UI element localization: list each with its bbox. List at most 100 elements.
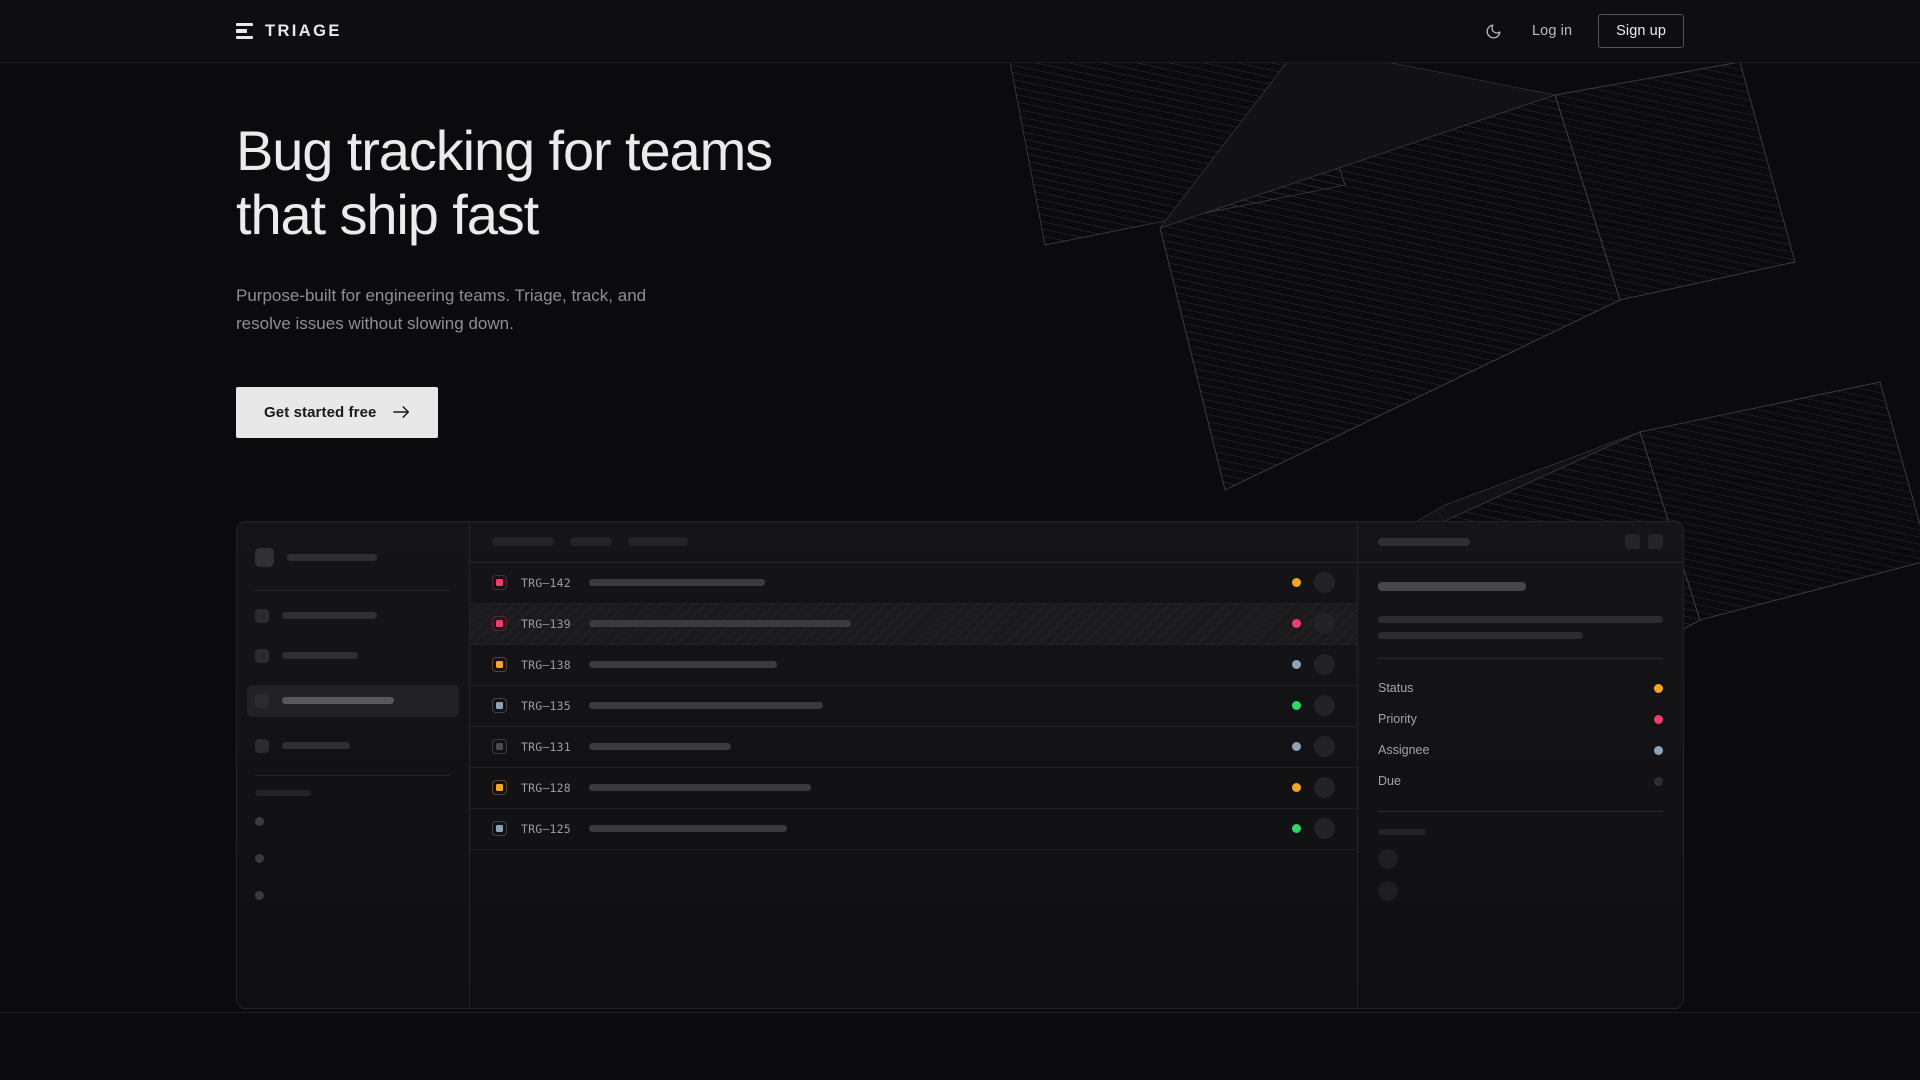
avatar	[1378, 880, 1398, 901]
detail-description-placeholder	[1378, 615, 1663, 639]
detail-meta-label: Status	[1378, 681, 1414, 696]
sidebar-item-4-icon	[255, 738, 269, 753]
issue-title-placeholder	[588, 620, 851, 628]
hero-subtitle-line-2: resolve issues without slowing down.	[236, 314, 514, 334]
issue-id: TRG–135	[521, 698, 571, 713]
priority-indicator-icon	[492, 698, 507, 714]
sidebar-mini-dot-icon	[255, 854, 264, 864]
table-row[interactable]: TRG–131	[470, 727, 1357, 768]
status-dot-icon	[1292, 660, 1301, 670]
table-row[interactable]: TRG–142	[470, 563, 1357, 604]
mockup-detail-panel: Status Priority Assignee Due	[1358, 522, 1683, 1008]
row-meta	[1292, 736, 1335, 758]
sidebar-divider-bottom	[255, 774, 451, 776]
hero-title-line-1: Bug tracking for teams	[236, 119, 773, 182]
hero-subtitle-line-1: Purpose-built for engineering teams. Tri…	[236, 285, 647, 305]
section-divider	[0, 1012, 1920, 1013]
header-nav: Log in Sign up	[1480, 14, 1684, 48]
due-dot-icon	[1654, 776, 1663, 786]
row-meta	[1292, 695, 1335, 717]
login-link[interactable]: Log in	[1532, 23, 1573, 39]
sidebar-item-2-icon	[255, 648, 269, 663]
sidebar-mini-dot-icon	[255, 891, 264, 901]
issue-id: TRG–131	[521, 739, 571, 754]
mockup-issue-list: TRG–142 TRG–139 TRG–138	[470, 521, 1358, 1008]
table-row[interactable]: TRG–139	[470, 603, 1357, 645]
detail-header-actions	[1625, 534, 1663, 550]
app-preview-mockup: TRG–142 TRG–139 TRG–138	[236, 520, 1684, 1009]
priority-indicator-icon	[492, 575, 507, 591]
workspace-name-placeholder	[287, 554, 377, 562]
table-row[interactable]: TRG–128	[470, 768, 1357, 809]
row-meta	[1292, 818, 1335, 840]
status-dot-icon	[1292, 824, 1301, 834]
sidebar-item-4-label	[282, 742, 350, 750]
detail-meta-priority[interactable]: Priority	[1378, 704, 1663, 735]
toolbar-filter-chip-1[interactable]	[492, 537, 554, 547]
detail-meta-status[interactable]: Status	[1378, 673, 1663, 704]
detail-meta-assignee[interactable]: Assignee	[1378, 735, 1663, 766]
table-row[interactable]: TRG–138	[470, 645, 1357, 686]
row-meta	[1292, 777, 1335, 799]
sidebar-mini-item-2[interactable]	[255, 853, 451, 865]
detail-activity-avatars	[1378, 848, 1663, 901]
detail-panel-body: Status Priority Assignee Due	[1358, 563, 1683, 901]
table-row[interactable]: TRG–135	[470, 686, 1357, 727]
detail-meta-label: Due	[1378, 774, 1401, 789]
row-meta	[1292, 613, 1335, 635]
sidebar-item-3-icon	[255, 693, 269, 708]
issue-title-placeholder	[588, 702, 823, 710]
toolbar-filter-chip-2[interactable]	[570, 537, 612, 547]
status-dot-icon	[1292, 578, 1301, 588]
workspace-avatar	[255, 548, 274, 568]
sidebar-item-4[interactable]	[247, 735, 459, 757]
status-dot-icon	[1292, 619, 1301, 629]
avatar	[1378, 848, 1398, 869]
issue-title-placeholder	[588, 661, 777, 669]
moon-icon[interactable]	[1480, 18, 1506, 44]
table-row[interactable]: TRG–125	[470, 809, 1357, 850]
priority-indicator-icon	[492, 616, 507, 632]
get-started-button[interactable]: Get started free	[236, 386, 439, 438]
sidebar-item-2[interactable]	[247, 645, 459, 667]
sidebar-section-label	[255, 789, 311, 796]
hero-title-line-2: that ship fast	[236, 183, 539, 247]
sidebar-item-1[interactable]	[247, 605, 459, 627]
issue-title-placeholder	[588, 825, 787, 833]
issue-list-toolbar	[470, 522, 1357, 563]
detail-divider	[1378, 657, 1663, 659]
issue-title-placeholder	[588, 784, 811, 792]
assignee-avatar	[1314, 613, 1335, 635]
assignee-avatar	[1314, 695, 1335, 717]
priority-indicator-icon	[492, 821, 507, 837]
detail-action-button-1[interactable]	[1625, 534, 1640, 550]
row-meta	[1292, 654, 1335, 676]
toolbar-filter-chip-3[interactable]	[628, 537, 688, 547]
priority-indicator-icon	[492, 780, 507, 796]
detail-meta-label: Priority	[1378, 712, 1417, 727]
assignee-avatar	[1314, 777, 1335, 799]
sidebar-mini-item-3[interactable]	[255, 890, 451, 902]
sidebar-mini-item-1[interactable]	[255, 816, 451, 828]
sidebar-divider-top	[255, 589, 451, 591]
detail-issue-title-placeholder	[1378, 581, 1526, 591]
page-title: Bug tracking for teams that ship fast	[236, 119, 936, 248]
sidebar-item-3-active[interactable]	[247, 684, 459, 717]
hero-subtitle: Purpose-built for engineering teams. Tri…	[236, 282, 716, 339]
detail-meta-due[interactable]: Due	[1378, 766, 1663, 797]
detail-action-button-2[interactable]	[1648, 534, 1663, 550]
sidebar-mini-dot-icon	[255, 817, 264, 827]
issue-title-placeholder	[588, 579, 765, 587]
sidebar-item-1-label	[282, 612, 377, 620]
mockup-sidebar	[237, 521, 470, 1008]
sidebar-item-1-icon	[255, 608, 269, 623]
brand-logo[interactable]: TRIAGE	[236, 22, 342, 41]
assignee-avatar	[1314, 572, 1335, 594]
signup-button[interactable]: Sign up	[1598, 14, 1684, 48]
mockup-sidebar-workspace[interactable]	[255, 542, 451, 574]
detail-footer-divider	[1378, 810, 1663, 812]
hero-section: Bug tracking for teams that ship fast Pu…	[0, 63, 1920, 438]
assignee-dot-icon	[1654, 745, 1663, 755]
issue-id: TRG–139	[521, 616, 571, 631]
